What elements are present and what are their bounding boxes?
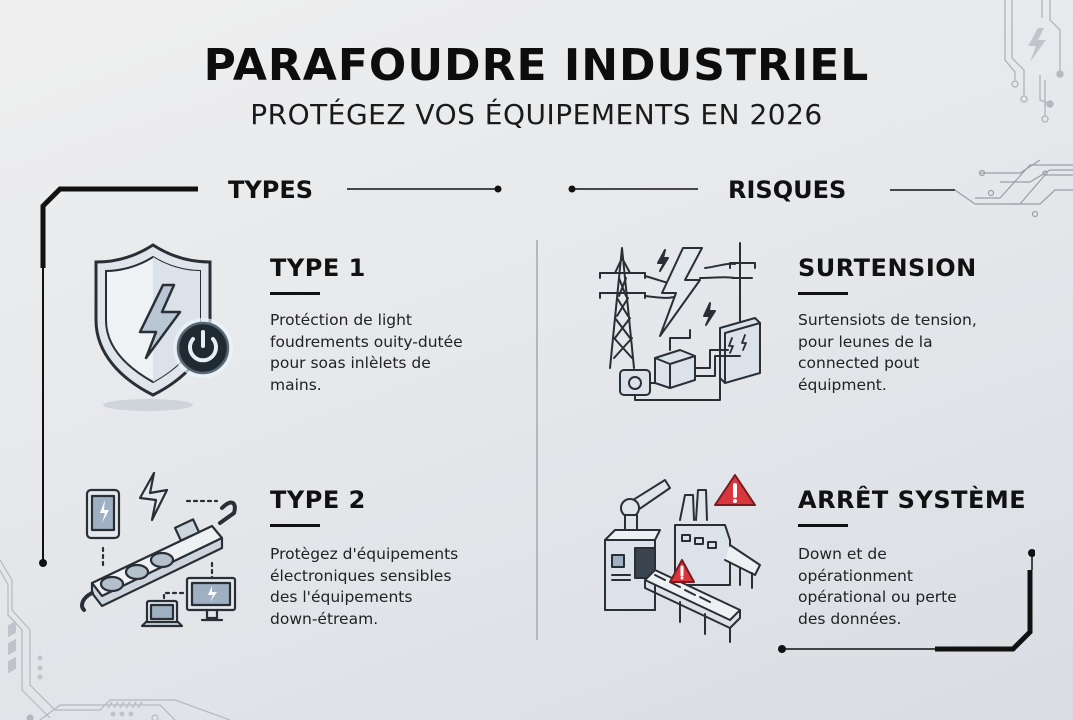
card-rule	[798, 292, 848, 295]
card-rule	[798, 524, 848, 527]
card-title-type-1: TYPE 1	[270, 254, 366, 282]
card-description-arret-systeme: Down et de opérationment opérational ou …	[798, 545, 957, 628]
shield-lightning-power-icon	[94, 243, 233, 411]
card-title-type-2: TYPE 2	[270, 486, 366, 514]
lightning-icon	[1028, 28, 1046, 62]
page-subtitle: PROTÉGEZ VOS ÉQUIPEMENTS EN 2026	[250, 98, 823, 131]
card-description-type-1: Protéction de light foudrements ouity-du…	[270, 311, 463, 394]
card-rule	[270, 524, 320, 527]
power-grid-surge-icon	[599, 242, 761, 401]
card-title-surtension: SURTENSION	[798, 254, 977, 282]
card-description-type-2: Protègez d'équipements électroniques sen…	[270, 545, 459, 628]
heading-rule-risques-left	[568, 185, 698, 193]
circuit-decoration-right	[890, 160, 1073, 218]
card-rule	[270, 292, 320, 295]
circuit-decoration-top-right	[1004, 0, 1064, 123]
card-title-arret-systeme: ARRÊT SYSTÈME	[798, 486, 1027, 514]
column-divider	[536, 240, 538, 640]
section-heading-risques: RISQUES	[728, 176, 847, 204]
circuit-decoration-bottom-left	[0, 559, 230, 720]
frame-line-bottom-right	[778, 549, 1035, 653]
section-heading-types: TYPES	[228, 176, 314, 204]
card-description-surtension: Surtensiots de tension, pour leunes de l…	[798, 311, 977, 394]
heading-rule-types	[347, 185, 502, 193]
factory-shutdown-warning-icon	[604, 474, 761, 643]
power-strip-devices-icon	[80, 471, 237, 628]
frame-line-left	[39, 186, 198, 567]
page-title: PARAFOUDRE INDUSTRIEL	[203, 40, 870, 91]
